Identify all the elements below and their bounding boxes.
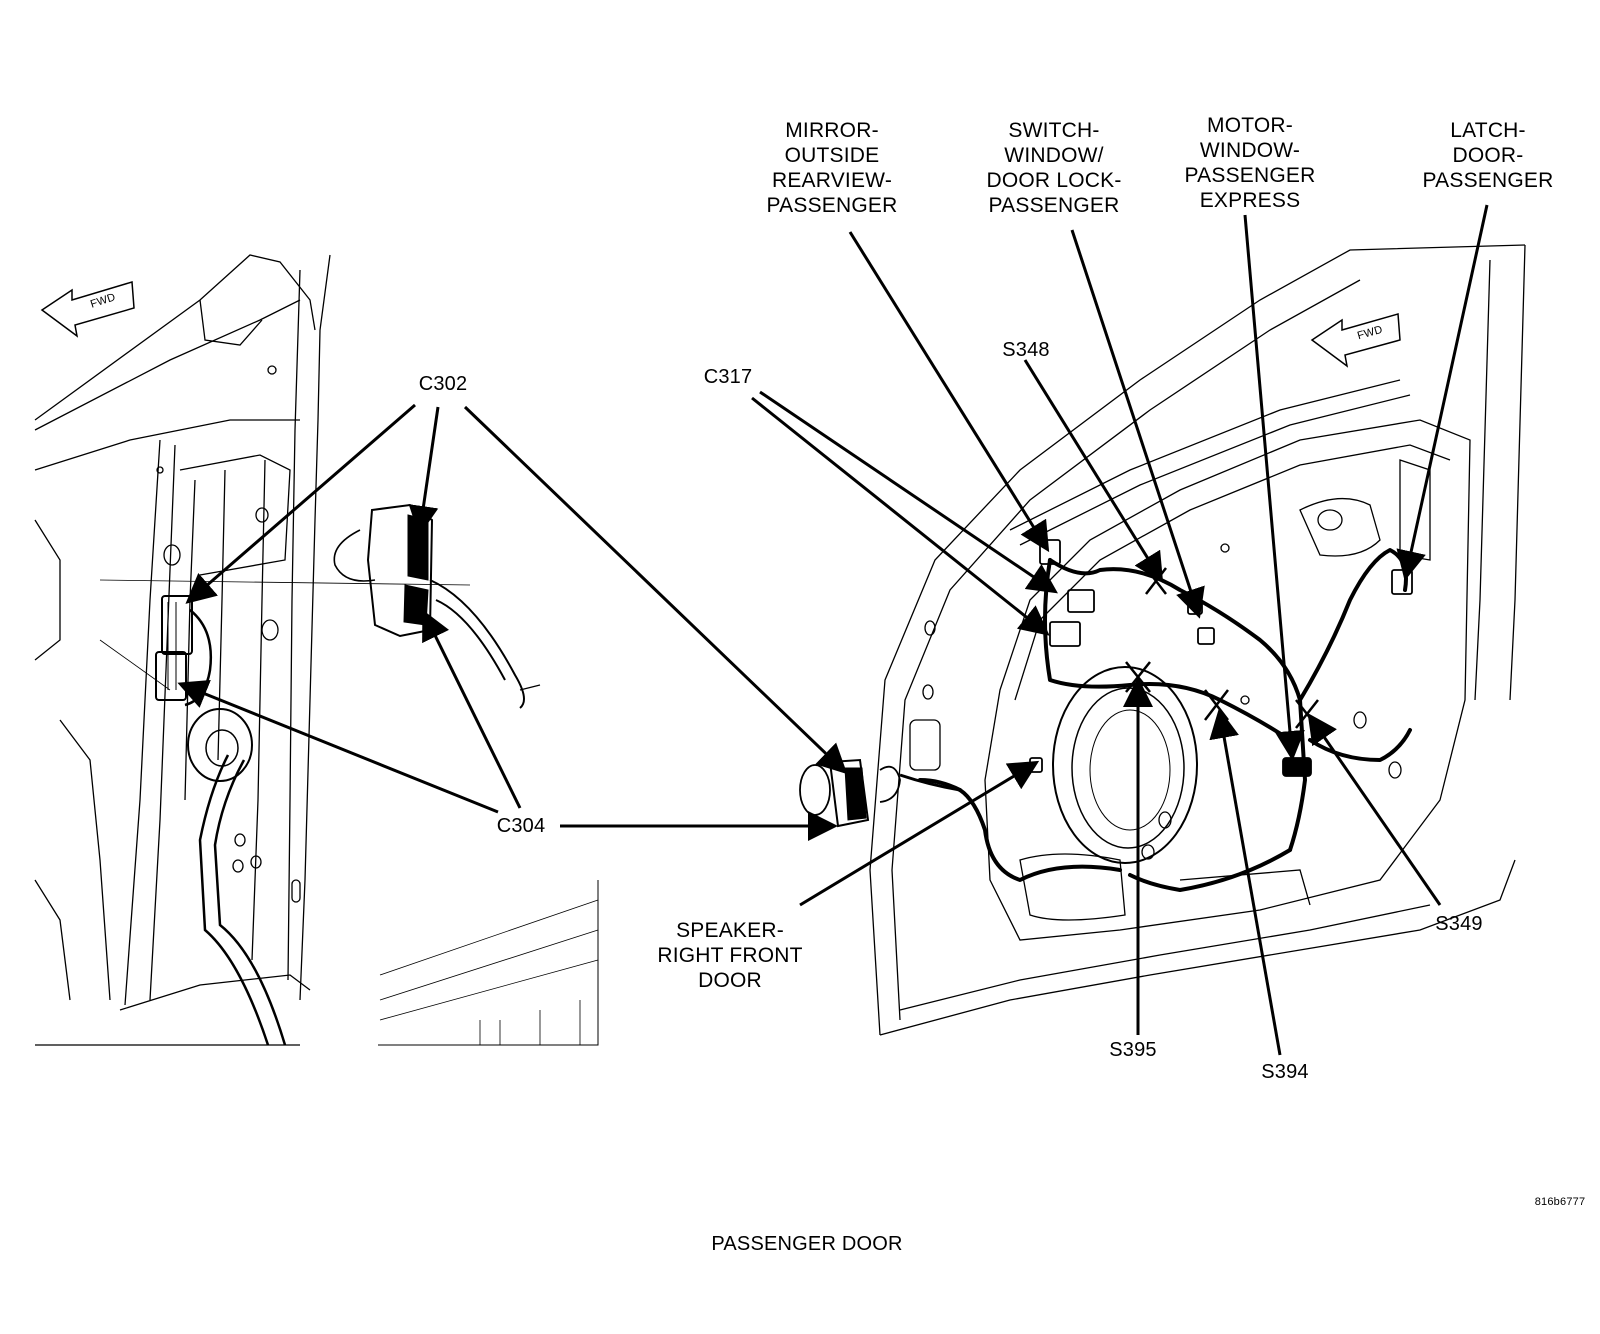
label-c317: C317 bbox=[703, 366, 753, 388]
fwd-arrow-right bbox=[1310, 313, 1401, 368]
label-switch-window-door-lock-passenger: SWITCH- WINDOW/ DOOR LOCK- PASSENGER bbox=[986, 119, 1122, 217]
label-s395: S395 bbox=[1109, 1039, 1157, 1061]
label-c304: C304 bbox=[496, 815, 546, 837]
figure-id: 816b6777 bbox=[1534, 1196, 1586, 1208]
diagram-caption: PASSENGER DOOR bbox=[711, 1233, 903, 1255]
c304-right-connector bbox=[799, 758, 961, 828]
fwd-arrow-left bbox=[40, 281, 135, 338]
c302-c304-connector-detail bbox=[333, 503, 541, 709]
door-component-blocks bbox=[1029, 539, 1413, 777]
label-latch-door-passenger: LATCH- DOOR- PASSENGER bbox=[1422, 119, 1554, 192]
leader-lines bbox=[177, 204, 1489, 1056]
splice-marks bbox=[1125, 567, 1319, 729]
label-speaker-right-front-door: SPEAKER- RIGHT FRONT DOOR bbox=[657, 919, 803, 992]
left-door-pillar-drawing bbox=[34, 254, 599, 1046]
label-motor-window-passenger-express: MOTOR- WINDOW- PASSENGER EXPRESS bbox=[1184, 114, 1316, 212]
label-s394: S394 bbox=[1261, 1061, 1309, 1083]
label-c302: C302 bbox=[418, 373, 468, 395]
door-wire-harness bbox=[918, 548, 1412, 892]
label-mirror-outside-rearview-passenger: MIRROR- OUTSIDE REARVIEW- PASSENGER bbox=[766, 119, 898, 217]
label-s349: S349 bbox=[1435, 913, 1483, 935]
label-s348: S348 bbox=[1002, 339, 1050, 361]
